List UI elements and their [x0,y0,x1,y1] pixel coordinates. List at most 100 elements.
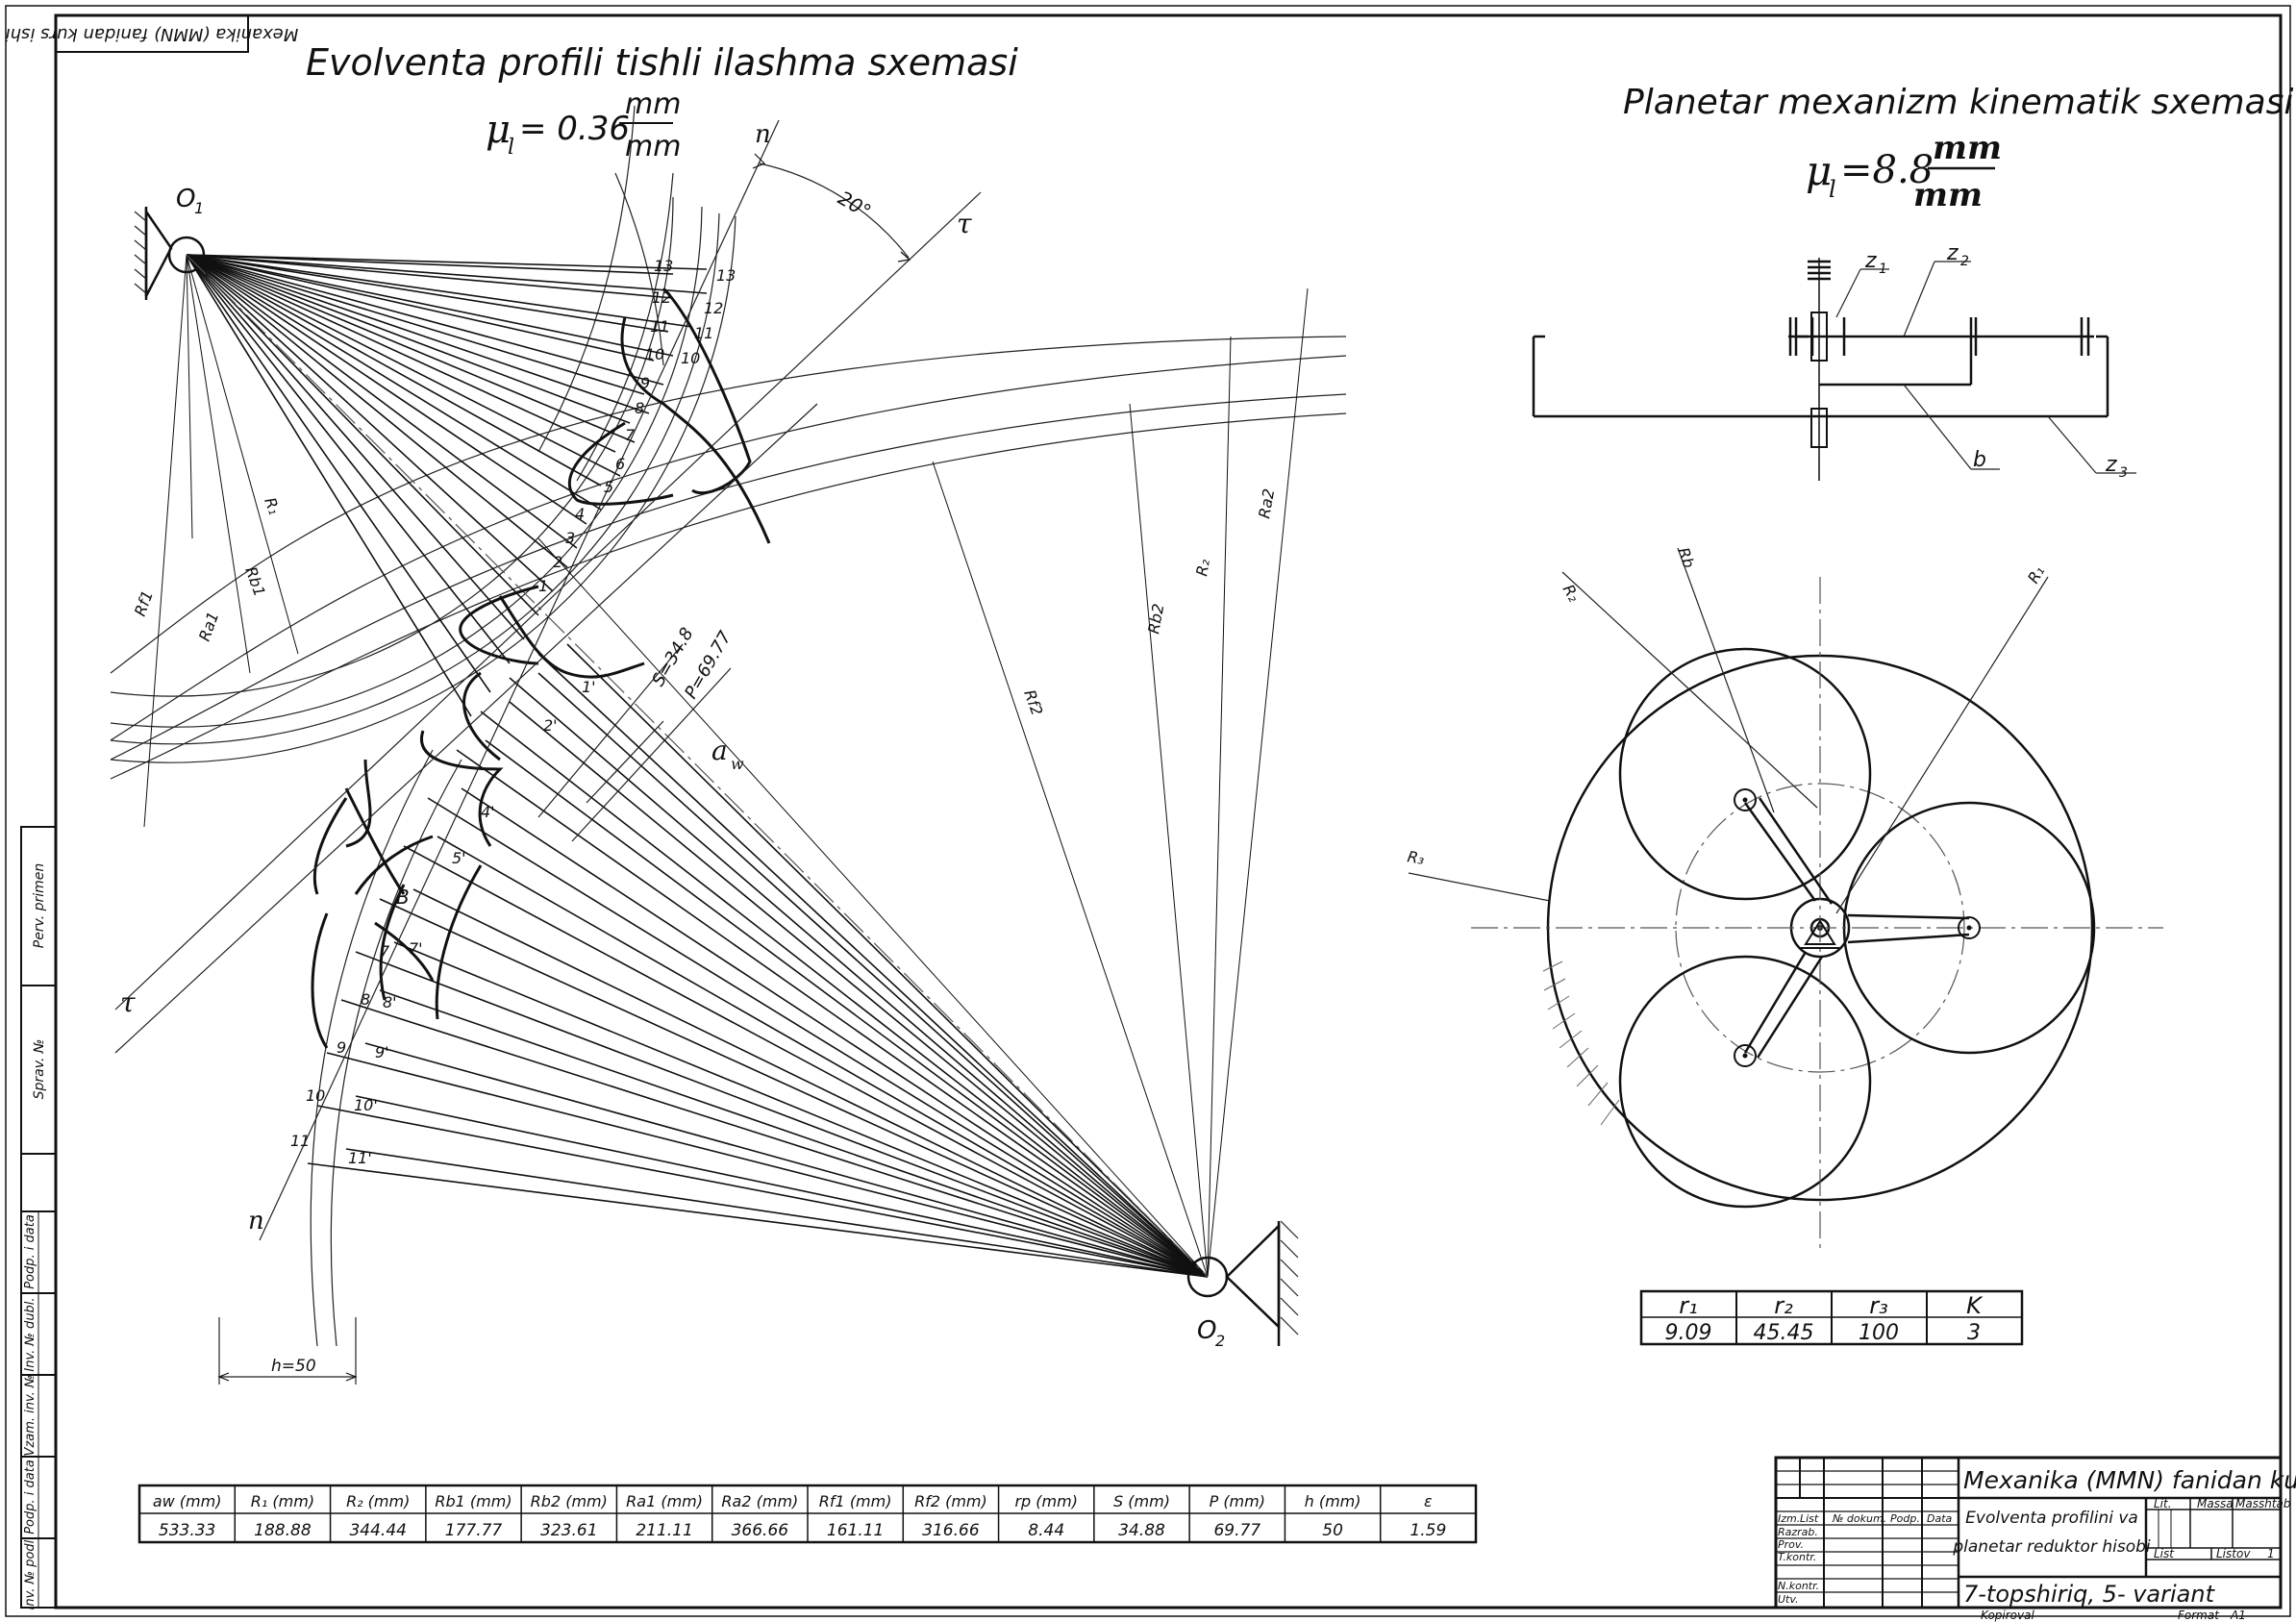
gear-title: Evolventa profili tishli ilashma sxemasi [306,41,1018,84]
svg-text:11: 11 [694,324,713,342]
params-value-cell: 34.88 [1118,1521,1165,1540]
params-header-cell: aw (mm) [153,1492,222,1510]
params-value-cell: 323.61 [540,1521,597,1540]
r3-planet-label: R₃ [1406,847,1426,868]
svg-text:2: 2 [1215,1332,1225,1350]
svg-text:2': 2' [543,716,558,735]
pressure-angle-arc [759,162,910,259]
svg-text:9: 9 [337,1038,346,1057]
svg-text:A1: A1 [2230,1609,2246,1622]
point-b-label: B [396,886,410,909]
o1-ray-fan [143,254,708,828]
params-header-cell: Rf1 (mm) [819,1492,892,1510]
kinematic-leaders [1835,261,2136,474]
svg-text:10: 10 [645,345,664,363]
r2-label: R₂ [1192,558,1213,578]
tangent-label-left: τ [120,986,136,1018]
planet-table-value: 100 [1859,1321,1899,1345]
side-label: Inv. № podl. [23,1536,37,1610]
svg-text:11: 11 [650,317,669,336]
svg-text:12: 12 [652,288,671,307]
z2-label: z [1946,241,1959,265]
pressure-angle-label: 20° [835,187,876,224]
params-value-cell: 211.11 [636,1521,692,1540]
svg-text:6: 6 [615,455,625,473]
center-line [186,254,1209,1278]
svg-text:7: 7 [380,942,390,961]
svg-text:Kopiroval: Kopiroval [1981,1609,2034,1622]
svg-text:10: 10 [681,349,700,367]
normal-line [259,119,780,1241]
tb-role: Prov. [1778,1538,1804,1551]
z1-label: z [1864,249,1877,273]
tangent-line [114,191,982,1011]
z3-label: z [2105,453,2117,477]
side-label: Vzam. inv. № [23,1375,37,1457]
side-label: Perv. primen [32,863,47,949]
svg-text:3: 3 [565,529,575,547]
tb-task: 7-topshiriq, 5- variant [1963,1581,2216,1608]
planet-title: Planetar mexanizm kinematik sxemasi [1623,83,2293,122]
svg-text:Massa: Massa [2197,1497,2234,1510]
svg-text:=8.8: =8.8 [1840,148,1934,192]
svg-text:Lit.: Lit. [2154,1497,2172,1510]
tb-course: Mexanika (MMN) fanidan kurs ishi [1963,1466,2296,1494]
side-label: Inv. № dubl. [23,1297,37,1371]
params-header-cell: h (mm) [1305,1492,1361,1510]
params-value-cell: 188.88 [254,1521,312,1540]
kinematic-scheme [1532,258,2109,481]
svg-text:8: 8 [635,399,644,417]
params-value-cell: 177.77 [445,1521,503,1540]
params-value-cell: 69.77 [1213,1521,1260,1540]
svg-text:5': 5' [452,849,466,867]
params-header-cell: P (mm) [1210,1492,1265,1510]
rb2-label: Rb2 [1144,602,1167,635]
svg-text:13: 13 [654,257,673,275]
tangent-label-top: τ [957,208,972,239]
tb-col: Izm. [1778,1512,1800,1525]
params-header-cell: Ra2 (mm) [721,1492,798,1510]
tb-doc-line1: Evolventa profilini va [1965,1509,2138,1528]
normal-label-top: n [755,120,771,149]
svg-text:mm: mm [625,130,681,163]
svg-text:7': 7' [409,939,423,958]
drawing-frame [54,13,2283,1610]
svg-text:2: 2 [553,553,562,571]
params-value-cell: 316.66 [922,1521,980,1540]
svg-text:5: 5 [604,478,613,496]
r1-label: R₁ [261,495,284,517]
aw-label: a [711,735,728,766]
svg-text:= 0.36: = 0.36 [519,110,630,148]
tb-col: № dokum. [1832,1512,1886,1525]
ra1-label: Ra1 [195,610,222,644]
svg-text:1: 1 [1879,262,1887,277]
params-value-cell: 1.59 [1410,1521,1446,1540]
o2-support: O 2 [1186,1220,1299,1350]
svg-text:3: 3 [2119,465,2128,481]
normal-label-bottom: n [248,1207,264,1235]
tb-col: Podp. [1890,1512,1920,1525]
top-stamp-text: Mexanika (MMN) fanidan kurs ishi [6,24,299,44]
svg-text:4': 4' [481,803,495,821]
params-header-cell: Rb2 (mm) [531,1492,608,1510]
svg-text:mm: mm [1933,129,2002,167]
svg-text:Listov: Listov [2216,1547,2251,1560]
svg-text:11': 11' [348,1149,372,1167]
planet-table-header: r₁ [1679,1292,1698,1319]
profile-numbers-bottom: 1' 2' 4' 5' 7' 8' 9' 10' 11' 7 8 9 10 11 [290,678,596,1167]
svg-text:7: 7 [625,426,636,444]
tb-role: N.kontr. [1778,1580,1819,1592]
planetary-gear-view: R₂ Rb R₁ R₃ [1406,545,2163,1250]
gear2-circles [110,105,1347,1347]
svg-text:10': 10' [354,1096,378,1114]
params-header-cell: rp (mm) [1014,1492,1077,1510]
h-label: h=50 [271,1357,316,1376]
planet-table-value: 3 [1967,1321,1981,1345]
params-header-cell: Rf2 (mm) [914,1492,987,1510]
tb-doc-line2: planetar reduktor hisobi [1952,1537,2151,1557]
profile-numbers-top: 13 13 12 12 11 11 10 10 9 8 7 6 5 4 3 2 … [538,257,736,595]
planet-table-value: 9.09 [1665,1321,1712,1345]
tb-col: Data [1927,1512,1953,1525]
svg-text:8: 8 [361,990,370,1009]
